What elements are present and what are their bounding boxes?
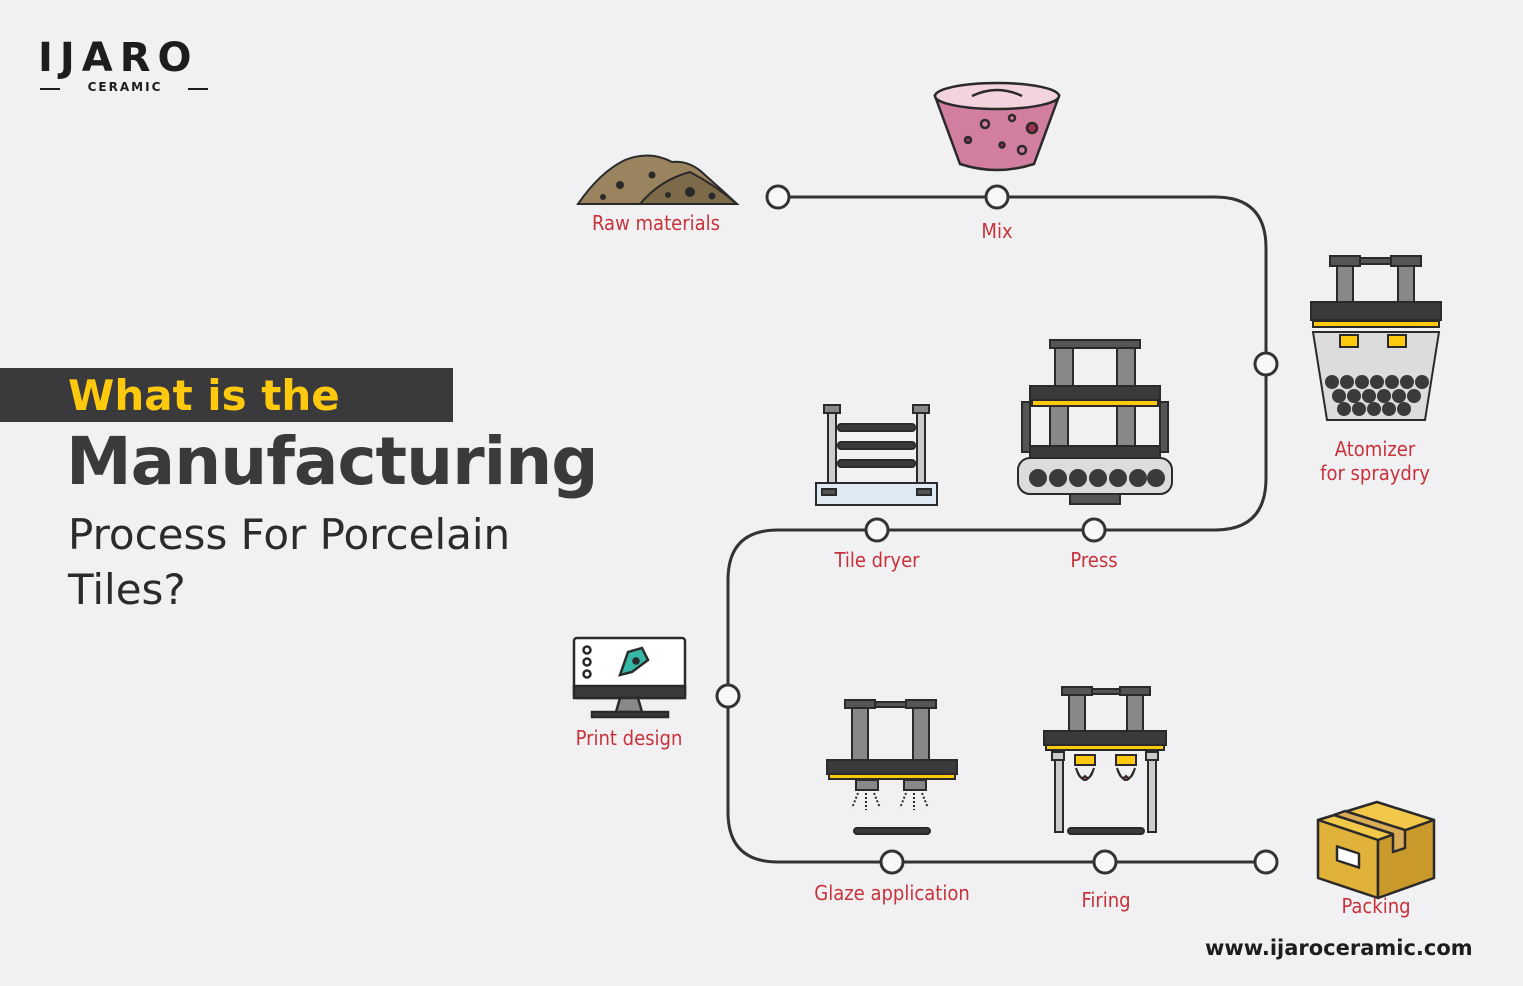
box-icon — [1316, 800, 1436, 900]
glaze-sprayer-icon — [826, 699, 958, 835]
flow-path — [726, 195, 1268, 864]
logo-wordmark: IJARO — [38, 35, 199, 81]
title-line-2: Manufacturing — [66, 423, 598, 500]
monitor-pen-icon — [572, 636, 687, 719]
label-packing: Packing — [1341, 894, 1411, 918]
title-line-1: What is the — [68, 371, 340, 420]
atomizer-icon — [1310, 255, 1442, 421]
label-firing: Firing — [1081, 888, 1131, 912]
website-url[interactable]: www.ijaroceramic.com — [1205, 936, 1473, 960]
logo-subtitle: CERAMIC — [87, 80, 163, 94]
label-mix: Mix — [981, 219, 1013, 243]
kiln-icon — [1043, 686, 1167, 835]
node-glaze-application — [879, 849, 905, 875]
tile-dryer-icon — [815, 404, 938, 506]
label-print-design: Print design — [575, 726, 683, 750]
node-press — [1081, 517, 1107, 543]
node-packing — [1253, 849, 1279, 875]
label-raw-materials: Raw materials — [592, 211, 720, 235]
label-press: Press — [1070, 548, 1118, 572]
mixing-bowl-icon — [933, 81, 1061, 172]
node-raw-materials — [765, 184, 791, 210]
title-banner — [0, 368, 453, 422]
node-firing — [1092, 849, 1118, 875]
label-glaze-application: Glaze application — [814, 881, 970, 905]
logo-dash-right — [188, 88, 208, 90]
title-line-3: Process For Porcelain — [68, 510, 511, 559]
node-atomizer — [1253, 351, 1279, 377]
sand-pile-icon — [576, 154, 740, 205]
node-mix — [984, 184, 1010, 210]
label-atomizer-line1: Atomizer — [1334, 437, 1416, 461]
logo-dash-left — [40, 88, 60, 90]
press-machine-icon — [1017, 339, 1173, 505]
title-line-4: Tiles? — [68, 565, 186, 614]
label-atomizer-line2: for spraydry — [1320, 461, 1430, 485]
node-print-design — [715, 683, 741, 709]
label-tile-dryer: Tile dryer — [834, 548, 920, 572]
node-tile-dryer — [864, 517, 890, 543]
